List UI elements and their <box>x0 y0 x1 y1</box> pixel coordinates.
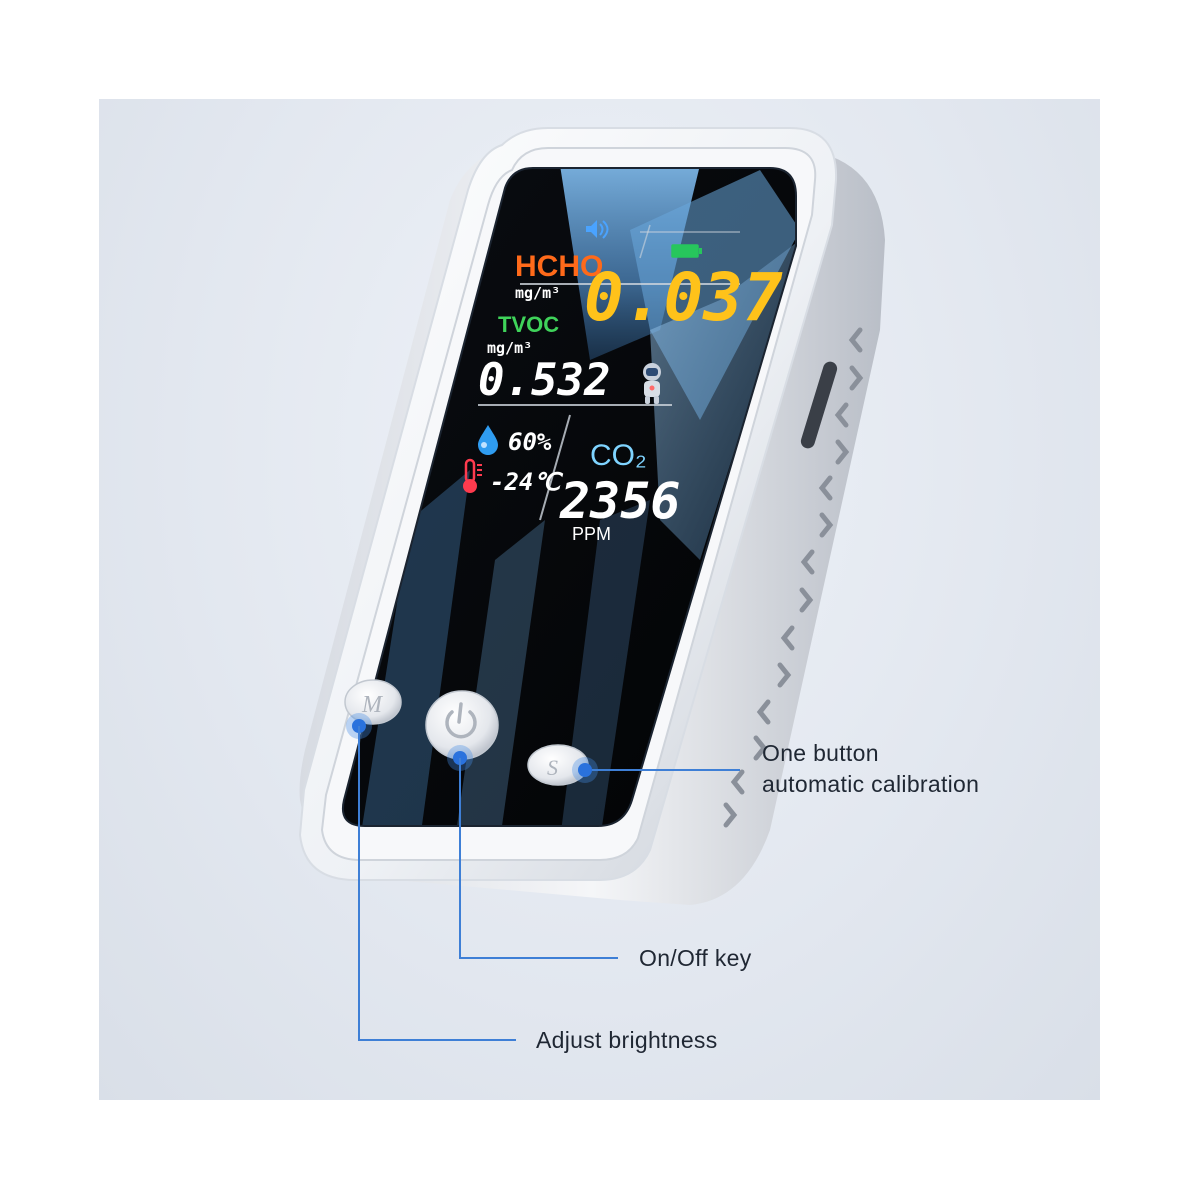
m-button-label: M <box>361 692 384 718</box>
co2-unit: PPM <box>572 524 611 544</box>
hcho-value: 0.037 <box>584 259 783 336</box>
m-button[interactable]: M <box>344 679 402 725</box>
humidity-drop-icon <box>478 425 498 455</box>
callout-line-brightness <box>358 726 516 1041</box>
callout-line-onoff <box>459 758 618 959</box>
co2-label: CO₂ <box>590 439 647 472</box>
thermometer-icon <box>463 458 482 493</box>
co2-value: 2356 <box>559 472 680 530</box>
power-button[interactable] <box>425 690 499 760</box>
humidity-value: 60% <box>508 428 552 456</box>
screen-bezel <box>342 167 797 827</box>
hcho-label: HCHO <box>515 250 603 283</box>
hcho-unit: mg/m³ <box>515 284 560 302</box>
tvoc-label: TVOC <box>498 312 559 337</box>
power-icon <box>445 702 477 739</box>
callout-dot-calibration <box>572 757 598 783</box>
side-vent-grille <box>723 327 864 828</box>
s-button-label: S <box>547 755 558 780</box>
onoff-callout: On/Off key <box>639 945 752 971</box>
calibration-callout-line2: automatic calibration <box>762 771 980 797</box>
brightness-callout: Adjust brightness <box>536 1027 718 1053</box>
battery-icon <box>671 244 702 258</box>
calibration-callout: One button automatic calibration <box>762 738 979 800</box>
tvoc-unit: mg/m³ <box>487 339 532 357</box>
tvoc-value: 0.532 <box>478 355 610 406</box>
speaker-icon <box>586 220 609 239</box>
calibration-callout-line1: One button <box>762 740 879 766</box>
astronaut-icon <box>643 363 661 404</box>
usb-port <box>800 361 838 449</box>
temperature-value: -24℃ <box>490 468 563 496</box>
